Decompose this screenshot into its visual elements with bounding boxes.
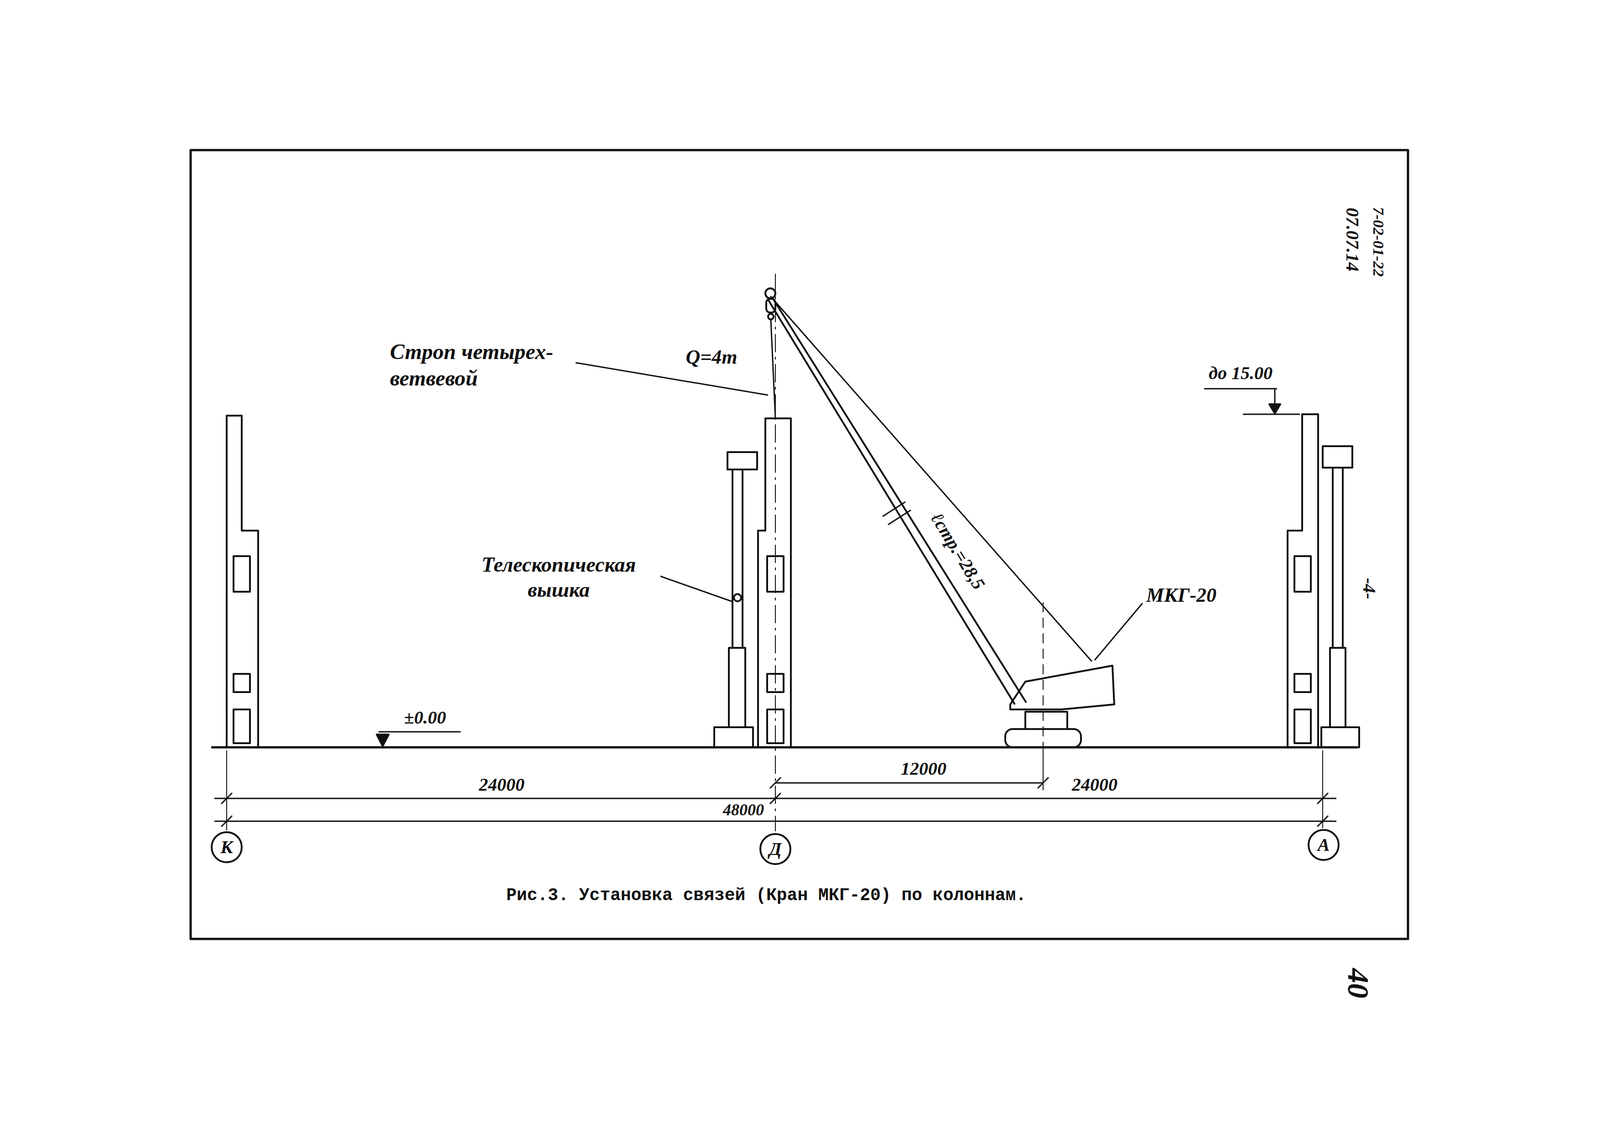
page-number: 40 xyxy=(1340,966,1377,1000)
column-opening xyxy=(233,673,250,692)
crane-bogie xyxy=(1025,711,1068,729)
hook-block xyxy=(766,298,776,313)
crane-boom xyxy=(773,298,1027,703)
tower-base xyxy=(1321,727,1360,748)
elevation-mark xyxy=(1204,388,1278,390)
tower-mast xyxy=(1332,467,1343,648)
axis-marker: Д xyxy=(759,832,792,865)
sheet-frame xyxy=(190,150,1408,939)
dimension-tick xyxy=(769,792,781,804)
dimension-line xyxy=(775,782,1044,784)
elevation-mark xyxy=(378,731,461,733)
dimension: 24000 xyxy=(1070,773,1119,796)
boom-head xyxy=(765,288,776,299)
axis-letter: К xyxy=(220,837,233,857)
column-opening xyxy=(233,709,250,743)
axis-letter: А xyxy=(1317,835,1330,854)
dimension: 48000 xyxy=(721,800,766,820)
load-label: Q=4т xyxy=(684,345,739,370)
document-code: 07.07.14 xyxy=(1341,206,1364,273)
section-mark: -4- xyxy=(1358,576,1381,601)
axis-marker: А xyxy=(1307,828,1340,861)
column-opening xyxy=(1294,555,1311,592)
leader-line xyxy=(1094,602,1143,660)
axis-marker: К xyxy=(210,831,243,863)
dimension-line xyxy=(214,820,1337,822)
pennant-rope xyxy=(770,296,1092,662)
tower-base xyxy=(714,727,754,748)
dimension-tick xyxy=(1037,777,1049,789)
column-opening xyxy=(1294,673,1311,692)
tower-mast xyxy=(732,469,743,648)
extension-line xyxy=(1322,750,1324,828)
tower-mast xyxy=(728,647,746,728)
axis-letter: Д xyxy=(768,839,782,858)
tower-platform xyxy=(1322,446,1353,468)
boom-length: ℓстр.=28,5 xyxy=(925,507,991,595)
elevation-label: до 15.00 xyxy=(1207,362,1274,385)
tower-callout: Телескопическая вышка xyxy=(457,551,661,603)
extension-line xyxy=(226,750,228,831)
sheet-code: 7-02-01-22 xyxy=(1369,205,1388,279)
dimension: 24000 xyxy=(477,773,526,796)
crane-body xyxy=(1010,665,1115,710)
break-mark xyxy=(888,509,911,525)
tower-joint xyxy=(733,593,742,602)
elevation-arrow xyxy=(376,734,389,746)
crane-boom xyxy=(767,298,1015,705)
leader-line xyxy=(575,362,769,395)
crane-centerline xyxy=(1042,602,1044,790)
sling-callout: Строп четырех- ветвевой xyxy=(388,338,574,391)
crane-callout: МКГ-20 xyxy=(1144,583,1218,608)
elevation-arrow xyxy=(1269,404,1281,414)
drawing-lines xyxy=(190,150,1408,939)
dimension-tick xyxy=(769,777,781,789)
elevation-mark xyxy=(1242,413,1300,416)
leader-line xyxy=(649,572,732,602)
column xyxy=(1287,414,1319,748)
figure-caption: Рис.3. Установка связей (Кран МКГ-20) по… xyxy=(506,885,1027,905)
sling xyxy=(770,319,776,419)
elevation-label: ±0.00 xyxy=(402,706,448,729)
column-opening xyxy=(233,555,250,592)
break-mark xyxy=(882,501,906,517)
column xyxy=(226,415,259,748)
column xyxy=(758,418,791,748)
tower-platform xyxy=(727,451,758,470)
tower-mast xyxy=(1329,647,1346,728)
axis-line xyxy=(774,273,776,832)
hook xyxy=(768,313,774,320)
column-opening xyxy=(1294,709,1311,743)
dimension: 12000 xyxy=(899,757,948,780)
